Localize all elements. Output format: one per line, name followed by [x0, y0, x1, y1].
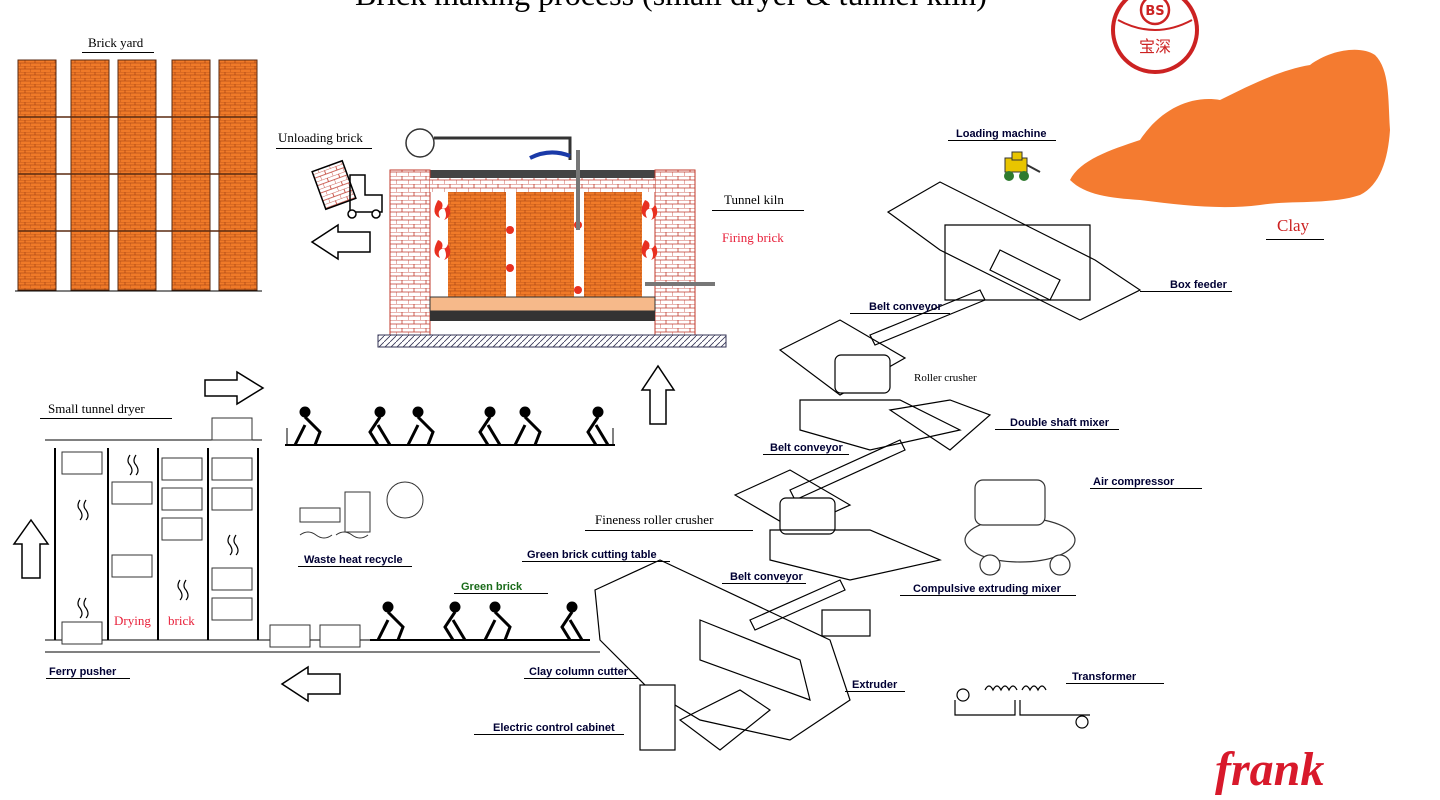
label-belt-conveyor-2: Belt conveyor [770, 442, 843, 454]
label-brick-yard: Brick yard [88, 35, 144, 50]
clay-pile [1070, 49, 1390, 208]
label-roller-crusher: Roller crusher [914, 372, 977, 384]
label-ferry-pusher: Ferry pusher [49, 666, 117, 678]
label-belt-conveyor-1: Belt conveyor [869, 301, 942, 313]
page-title: Brick making process (small dryer & tunn… [355, 0, 987, 12]
arrow-left-icon-bottom [280, 665, 341, 703]
label-box-feeder: Box feeder [1170, 279, 1227, 291]
label-electric-control-cabinet: Electric control cabinet [493, 722, 615, 734]
production-line [594, 181, 1142, 751]
air-compressor-icon [964, 479, 1076, 576]
label-clay-column-cutter: Clay column cutter [529, 666, 629, 678]
label-air-compressor: Air compressor [1093, 476, 1175, 488]
tunnel-kiln [377, 128, 727, 348]
workers-row-bottom [370, 601, 590, 641]
company-logo: BS 宝深 [1111, 0, 1199, 74]
label-unloading-brick: Unloading brick [278, 130, 363, 145]
arrow-left-icon [310, 223, 371, 261]
label-drying: Drying [114, 613, 151, 628]
brick-yard-stacks [15, 59, 262, 292]
waste-heat-recycle-icon [299, 481, 424, 539]
small-tunnel-dryer [45, 417, 600, 653]
forklift-icon [311, 159, 383, 219]
arrow-right-icon [204, 370, 265, 406]
svg-text:BS: BS [1145, 4, 1164, 19]
loading-machine-icon [1004, 151, 1041, 181]
label-brick: brick [168, 613, 195, 628]
svg-text:宝深: 宝深 [1139, 37, 1171, 56]
label-loading-machine: Loading machine [956, 128, 1047, 140]
label-clay: Clay [1277, 216, 1310, 235]
transformer-icon [954, 685, 1090, 729]
label-extruder: Extruder [852, 679, 898, 691]
label-transformer: Transformer [1072, 671, 1137, 683]
arrow-up-icon-left [12, 518, 50, 579]
label-green-brick: Green brick [461, 581, 523, 593]
arrow-up-icon [640, 364, 676, 425]
label-compulsive-extruding-mixer: Compulsive extruding mixer [913, 583, 1061, 595]
label-waste-heat-recycle: Waste heat recycle [304, 554, 403, 566]
label-green-brick-cutting-table: Green brick cutting table [527, 549, 657, 561]
signature: frank [1215, 743, 1325, 796]
label-small-tunnel-dryer: Small tunnel dryer [48, 401, 145, 416]
label-tunnel-kiln: Tunnel kiln [724, 192, 784, 207]
label-fineness-roller-crusher: Fineness roller crusher [595, 512, 714, 527]
label-double-shaft-mixer: Double shaft mixer [1010, 417, 1110, 429]
label-firing-brick: Firing brick [722, 230, 784, 245]
workers-row-top [285, 406, 615, 446]
label-belt-conveyor-3: Belt conveyor [730, 571, 803, 583]
